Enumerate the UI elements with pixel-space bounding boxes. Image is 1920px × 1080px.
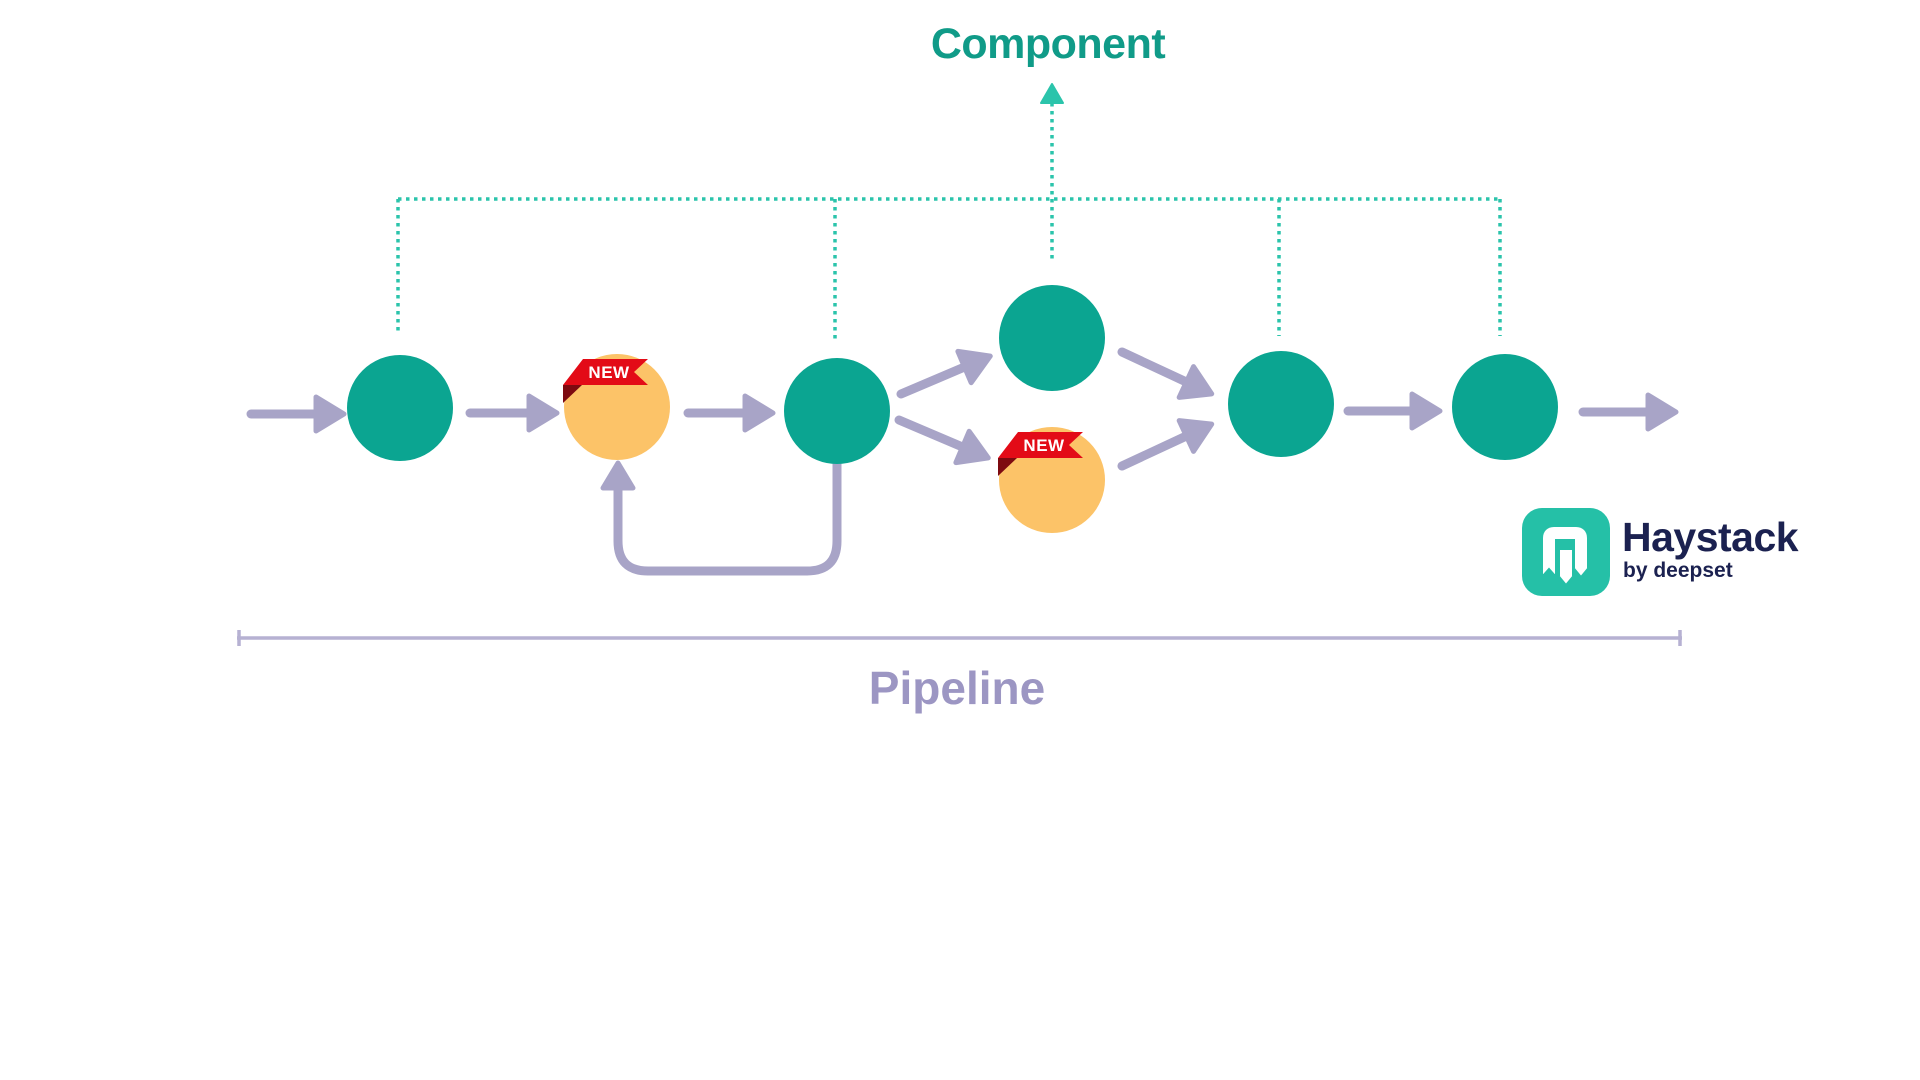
arrow-6-to-7: [1343, 391, 1443, 431]
component-callout-lines: [396, 83, 1502, 342]
arrow-output: [1578, 392, 1679, 432]
new-badge-text: NEW: [1023, 436, 1065, 455]
component-arrow-up-icon: [1040, 83, 1064, 104]
arrow-input: [246, 394, 347, 434]
haystack-logo-name: Haystack: [1622, 514, 1799, 560]
node-7-circle: [1452, 354, 1558, 460]
new-badge-node-2: NEW: [563, 359, 648, 403]
node-3-circle: [784, 358, 890, 464]
node-1-circle: [347, 355, 453, 461]
ribbon-icon: [998, 432, 1083, 458]
feedback-loop-arrow: [600, 456, 842, 576]
arrow-3-to-4: [896, 348, 993, 399]
pipeline-label: Pipeline: [868, 662, 1046, 714]
ribbon-fold-icon: [563, 385, 582, 403]
haystack-logo: Haystack by deepset: [1522, 508, 1920, 608]
pipeline-bracket: [237, 630, 1682, 646]
feedback-loop-arrowhead-icon: [600, 460, 636, 491]
ribbon-fold-icon: [998, 458, 1017, 476]
feedback-loop-path: [613, 456, 842, 576]
new-badge-node-5: NEW: [998, 432, 1083, 476]
arrow-5-to-6: [1117, 418, 1215, 471]
arrow-2-to-3: [683, 393, 776, 433]
ribbon-icon: [563, 359, 648, 385]
arrow-1-to-2: [465, 393, 560, 433]
component-nodes: [347, 285, 1558, 533]
component-label: Component: [930, 20, 1166, 68]
node-4-circle: [999, 285, 1105, 391]
haystack-logo-byline: by deepset: [1623, 559, 1733, 582]
haystack-a-glyph-icon: [1542, 527, 1588, 584]
arrow-3-to-5: [894, 415, 991, 466]
flow-arrows: [246, 347, 1679, 471]
arrow-4-to-6: [1117, 347, 1215, 400]
new-badge-text: NEW: [588, 363, 630, 382]
haystack-logo-icon: [1522, 508, 1610, 596]
node-6-circle: [1228, 351, 1334, 457]
